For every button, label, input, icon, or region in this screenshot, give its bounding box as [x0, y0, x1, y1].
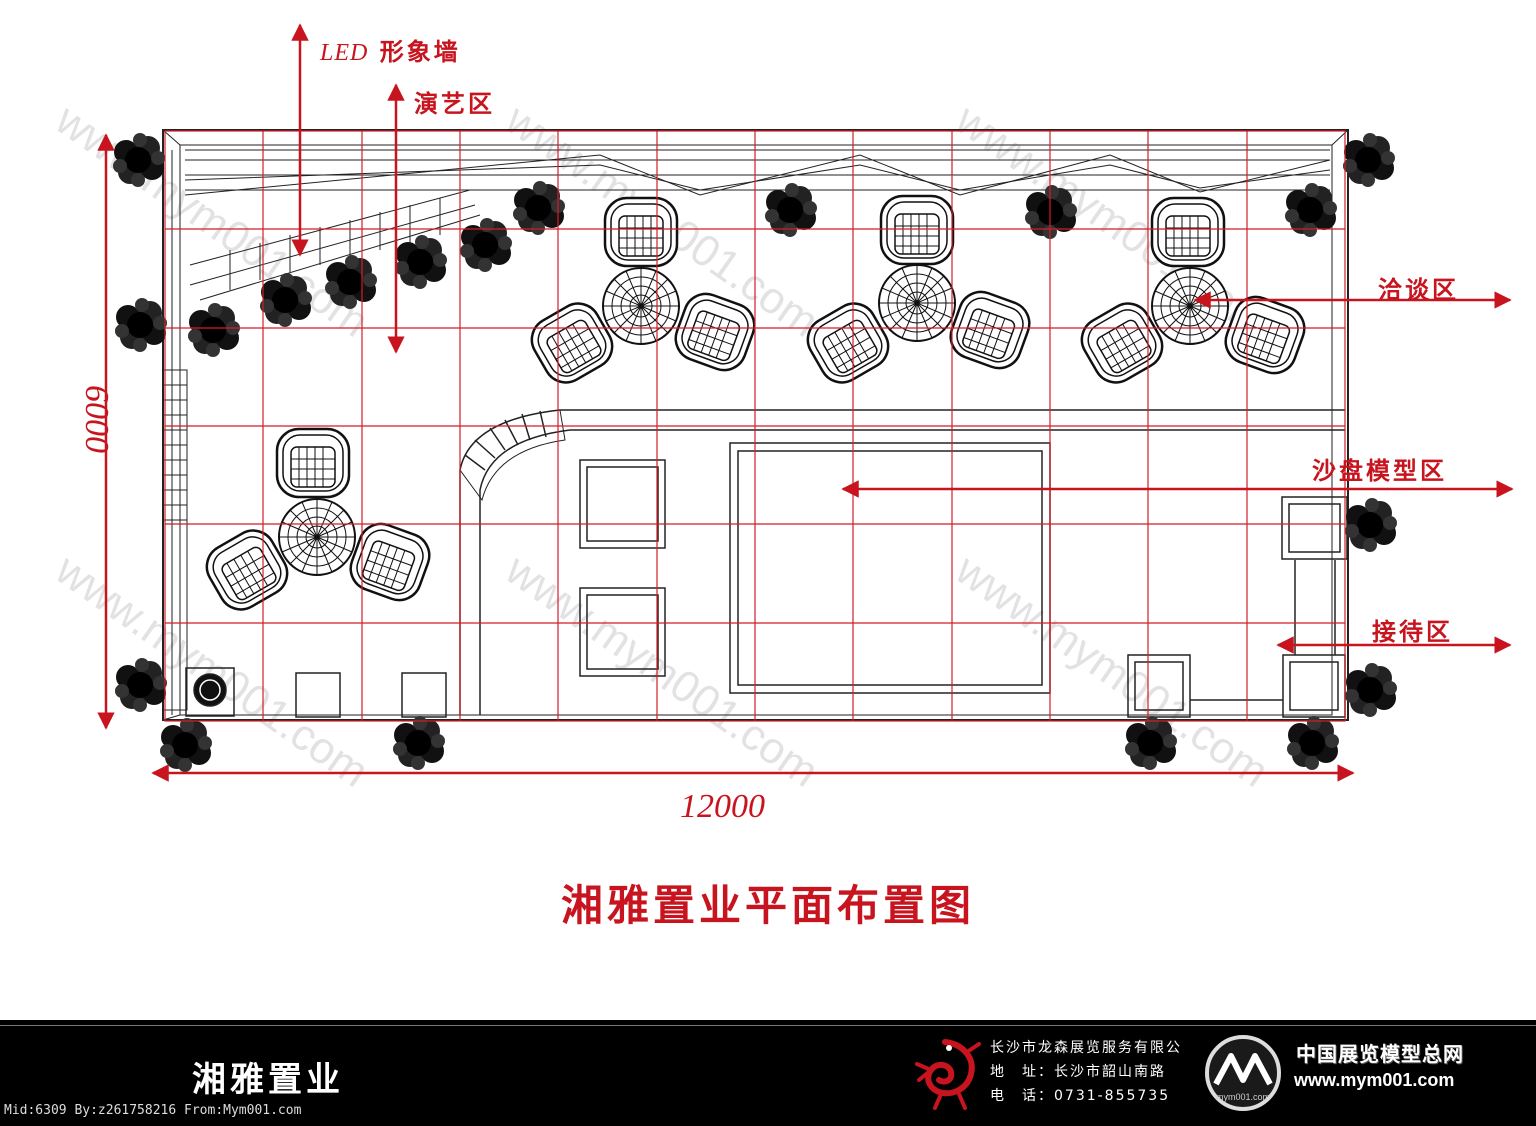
- label-led-wall: LED 形象墙: [320, 32, 461, 67]
- network-url[interactable]: www.mym001.com: [1294, 1070, 1455, 1090]
- footer-divider: [0, 1025, 1536, 1026]
- label-performance: 演艺区: [414, 90, 495, 118]
- logo-text: mym001.com: [1216, 1092, 1270, 1102]
- dragon-logo-icon: [915, 1039, 981, 1110]
- reception-zone: [1127, 496, 1348, 718]
- floor-plan: [97, 23, 1514, 782]
- top-truss: [171, 149, 1331, 715]
- red-grid: [164, 130, 1346, 722]
- label-sand-table: 沙盘模型区: [1312, 457, 1447, 485]
- sand-table-zone: [459, 409, 1345, 715]
- footer-meta: Mid:6309 By:z261758216 From:Mym001.com: [4, 1103, 302, 1118]
- plan-title: 湘雅置业平面布置图: [560, 881, 975, 930]
- callout-arrows: [291, 23, 1514, 654]
- footer-phone: 电 话：0731-855735: [990, 1088, 1171, 1104]
- footer-company: 长沙市龙森展览服务有限公: [990, 1040, 1182, 1056]
- label-negotiation: 洽谈区: [1378, 276, 1459, 304]
- side-strip: [162, 369, 188, 711]
- footer-brand: 湘雅置业: [192, 1060, 344, 1100]
- label-led-text: 形象墙: [379, 38, 461, 66]
- label-reception: 接待区: [1372, 618, 1453, 646]
- label-led-prefix: LED: [320, 40, 369, 66]
- stools: [185, 667, 447, 718]
- mym001-logo-icon: mym001.com: [1205, 1035, 1281, 1111]
- footer-bar: 湘雅置业 Mid:6309 By:z261758216 From:Mym001.…: [0, 1020, 1536, 1126]
- dimension-width: 12000: [680, 788, 765, 825]
- dimension-lines: [97, 133, 1355, 782]
- dimension-height: 6000: [78, 385, 115, 453]
- footer-address: 地 址：长沙市韶山南路: [990, 1064, 1166, 1080]
- network-name: 中国展览模型总网: [1296, 1042, 1464, 1066]
